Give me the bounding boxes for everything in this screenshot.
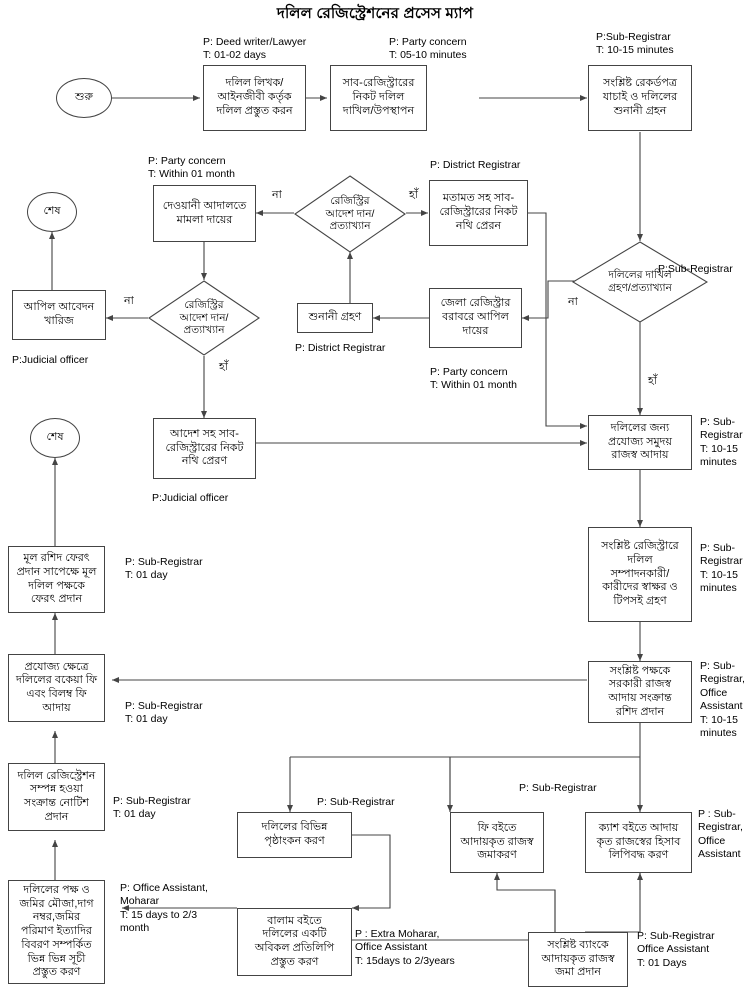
node-fee-book-entry[interactable]: ফি বইতে আদায়কৃত রাজস্ব জমাকরণ <box>450 812 544 873</box>
annotation-appeal-rejected: P:Judicial officer <box>12 354 89 366</box>
node-end-1[interactable]: শেষ <box>27 192 77 232</box>
node-verify-hearing[interactable]: সংশ্লিষ্ট রেকর্ডপত্র যাচাই ও দলিলের শুনা… <box>588 65 692 131</box>
node-submit-subregistrar[interactable]: সাব-রেজিস্ট্রারের নিকট দলিল দাখিল/উপস্থা… <box>330 65 427 131</box>
node-signature-thumbprint[interactable]: সংশ্লিষ্ট রেজিস্ট্রারে দলিল সম্পাদনকারী/… <box>588 527 692 622</box>
edge-label-yes-1: হাঁ <box>409 189 418 201</box>
node-send-with-order[interactable]: আদেশ সহ সাব- রেজিস্ট্রারের নিকট নথি প্রে… <box>153 418 256 479</box>
annotation-endorsement: P: Sub-Registrar <box>317 796 395 808</box>
annotation-completion-notice: P: Sub-Registrar T: 01 day <box>113 795 191 821</box>
edge-label-no-1: না <box>272 189 282 201</box>
node-send-with-opinion[interactable]: মতামত সহ সাব- রেজিস্ট্রারের নিকট নথি প্র… <box>429 180 528 246</box>
edge-label-no-2: না <box>124 295 134 307</box>
node-bank-deposit[interactable]: সংশ্লিষ্ট ব্যাংকে আদায়কৃত রাজস্ব জমা প্… <box>528 932 628 987</box>
annotation-hearing: P: District Registrar <box>295 342 386 354</box>
annotation-civil-court: P: Party concern T: Within 01 month <box>148 155 235 181</box>
annotation-deed-prepare: P: Deed writer/Lawyer T: 01-02 days <box>203 36 307 62</box>
annotation-submit-subregistrar: P: Party concern T: 05-10 minutes <box>389 36 467 62</box>
node-registrar-order-2-label: রেজিস্ট্রির আদেশ দান/ প্রত্যাখ্যান <box>179 299 229 337</box>
edge-label-yes-2: হাঁ <box>219 361 228 373</box>
annotation-send-with-opinion: P: District Registrar <box>430 159 521 171</box>
node-index-preparation[interactable]: দলিলের পক্ষ ও জমির মৌজা,দাগ নম্বর,জমির প… <box>8 880 105 984</box>
annotation-balam-book-copy: P : Extra Moharar, Office Assistant T: 1… <box>355 928 455 967</box>
annotation-dakhil-decision: P:Sub-Registrar <box>658 263 733 275</box>
node-return-original-deed[interactable]: মূল রশিদ ফেরৎ প্রদান সাপেক্ষে মূল দলিল প… <box>8 546 105 613</box>
annotation-due-and-late-fee: P: Sub-Registrar T: 01 day <box>125 700 203 726</box>
diamond-shape <box>148 280 260 356</box>
annotation-verify-hearing: P:Sub-Registrar T: 10-15 minutes <box>596 31 674 57</box>
node-endorsement[interactable]: দলিলের বিভিন্ন পৃষ্ঠাংকন করণ <box>237 812 352 858</box>
node-dakhil-decision[interactable]: দলিলের দাখিল গ্রহণ/প্রত্যাখ্যান <box>572 241 708 323</box>
node-completion-notice[interactable]: দলিল রেজিস্ট্রেশন সম্পন্ন হওয়া সংক্রান্… <box>8 763 105 831</box>
diamond-shape <box>572 241 708 323</box>
annotation-collect-revenue: P: Sub- Registrar T: 10-15 minutes <box>700 416 743 469</box>
edge-label-no-3: না <box>568 296 578 308</box>
edge-label-yes-3: হাঁ <box>648 375 657 387</box>
node-end-2[interactable]: শেষ <box>30 418 80 458</box>
node-deed-prepare[interactable]: দলিল লিখক/ আইনজীবী কর্তৃক দলিল প্রস্তুত … <box>203 65 306 131</box>
node-civil-court-case[interactable]: দেওয়ানী আদালতে মামলা দায়ের <box>153 185 256 242</box>
page-title: দলিল রেজিস্ট্রেশনের প্রসেস ম্যাপ <box>276 5 474 22</box>
node-revenue-receipt[interactable]: সংশ্লিষ্ট পক্ষকে সরকারী রাজস্ব আদায় সংক… <box>588 661 692 723</box>
annotation-send-with-order: P:Judicial officer <box>152 492 229 504</box>
annotation-cash-book-entry: P : Sub- Registrar, Office Assistant <box>698 808 743 861</box>
node-dakhil-decision-label: দলিলের দাখিল গ্রহণ/প্রত্যাখ্যান <box>608 269 672 294</box>
annotation-appeal-district-registrar: P: Party concern T: Within 01 month <box>430 366 517 392</box>
node-hearing[interactable]: শুনানী গ্রহণ <box>297 303 373 333</box>
node-due-and-late-fee[interactable]: প্রযোজ্য ক্ষেত্রে দলিলের বকেয়া ফি এবং ব… <box>8 654 105 722</box>
node-balam-book-copy[interactable]: বালাম বইতে দলিলের একটি অবিকল প্রতিলিপি প… <box>237 908 352 976</box>
annotation-signature: P: Sub- Registrar T: 10-15 minutes <box>700 542 743 595</box>
node-appeal-district-registrar[interactable]: জেলা রেজিস্ট্রার বরাবরে আপিল দায়ের <box>429 288 522 348</box>
node-appeal-rejected[interactable]: আপিল আবেদন খারিজ <box>12 290 106 340</box>
annotation-index-preparation: P: Office Assistant, Moharar T: 15 days … <box>120 882 208 935</box>
annotation-revenue-receipt: P: Sub- Registrar, Office Assistant T: 1… <box>700 660 745 740</box>
diamond-shape <box>294 175 406 253</box>
node-start[interactable]: শুরু <box>56 78 112 118</box>
node-registrar-order-decision-2[interactable]: রেজিস্ট্রির আদেশ দান/ প্রত্যাখ্যান <box>148 280 260 356</box>
annotation-return-original-deed: P: Sub-Registrar T: 01 day <box>125 556 203 582</box>
node-cash-book-entry[interactable]: ক্যাশ বইতে আদায় কৃত রাজস্বের হিসাব লিপি… <box>585 812 692 873</box>
node-registrar-order-1-label: রেজিস্ট্রির আদেশ দান/ প্রত্যাখ্যান <box>325 195 375 233</box>
annotation-bank-deposit: P: Sub-Registrar Office Assistant T: 01 … <box>637 930 715 969</box>
node-registrar-order-decision-1[interactable]: রেজিস্ট্রির আদেশ দান/ প্রত্যাখ্যান <box>294 175 406 253</box>
annotation-fee-book-entry: P: Sub-Registrar <box>519 782 597 794</box>
node-collect-revenue[interactable]: দলিলের জন্য প্রযোজ্য সমুদয় রাজস্ব আদায় <box>588 415 692 470</box>
